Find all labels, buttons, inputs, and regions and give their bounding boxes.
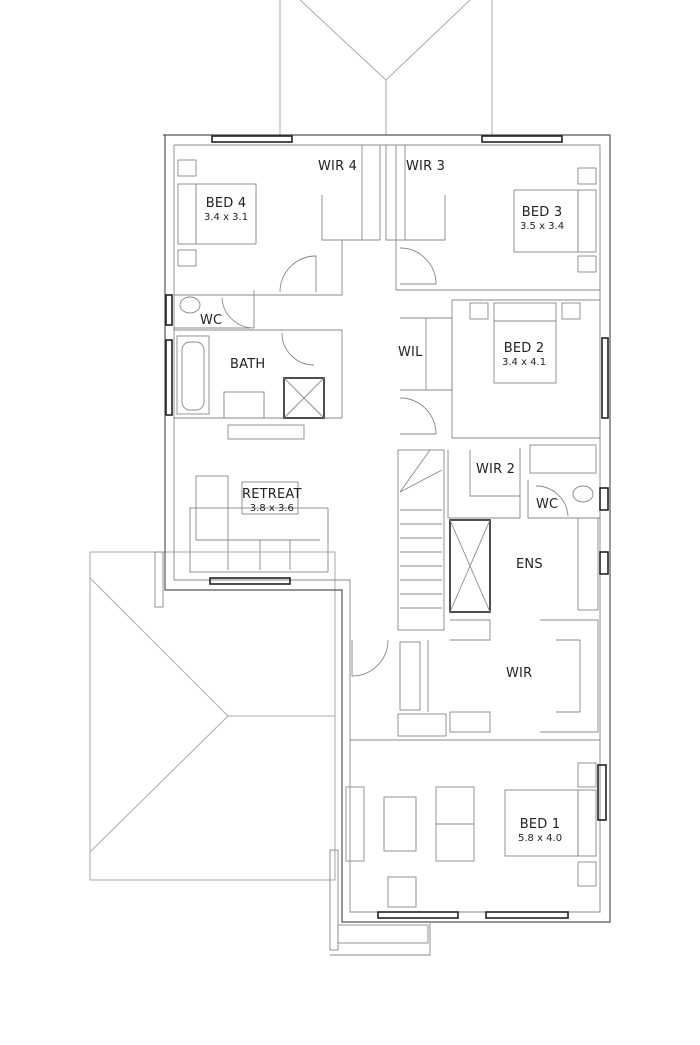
room-name: BED 3 [521, 205, 563, 220]
room-dims: 5.8 x 4.0 [518, 832, 563, 844]
room-label-wc2: WC [536, 497, 559, 513]
outer-walls [154, 134, 611, 956]
room-name: BED 1 [519, 817, 561, 832]
room-dims: 3.4 x 3.1 [204, 211, 249, 223]
room-name: BED 2 [503, 341, 545, 356]
room-dims: 3.4 x 4.1 [502, 356, 547, 368]
room-dims: 3.5 x 3.4 [520, 220, 565, 232]
room-label-bed1: BED 1 5.8 x 4.0 [518, 817, 563, 844]
roof-top [279, 0, 493, 135]
interior-walls [174, 145, 600, 908]
room-label-bed4: BED 4 3.4 x 3.1 [204, 196, 249, 223]
roof-left [89, 551, 336, 881]
room-label-wir3: WIR 3 [406, 159, 446, 175]
stair-treads [399, 449, 443, 609]
room-label-bath: BATH [230, 357, 266, 373]
room-name: WIR 4 [318, 159, 358, 174]
room-name: BATH [230, 357, 266, 372]
room-name: WIL [398, 345, 423, 360]
room-name: WIR 3 [406, 159, 446, 174]
room-label-wir4: WIR 4 [318, 159, 358, 175]
room-name: WC [200, 313, 223, 328]
room-dims: 3.8 x 3.6 [249, 502, 294, 514]
room-label-wil: WIL [398, 345, 423, 361]
room-name: RETREAT [242, 487, 302, 502]
windows [165, 135, 609, 919]
room-label-wc1: WC [200, 313, 223, 329]
room-label-bed3: BED 3 3.5 x 3.4 [520, 205, 565, 232]
room-name: WIR [506, 666, 533, 681]
room-name: ENS [516, 557, 543, 572]
room-name: WC [536, 497, 559, 512]
room-label-wir2: WIR 2 [476, 462, 516, 478]
room-label-bed2: BED 2 3.4 x 4.1 [502, 341, 547, 368]
room-name: WIR 2 [476, 462, 516, 477]
room-name: BED 4 [205, 196, 247, 211]
room-label-retreat: RETREAT 3.8 x 3.6 [242, 487, 302, 514]
room-label-ens: ENS [516, 557, 543, 573]
room-label-wir: WIR [506, 666, 533, 682]
